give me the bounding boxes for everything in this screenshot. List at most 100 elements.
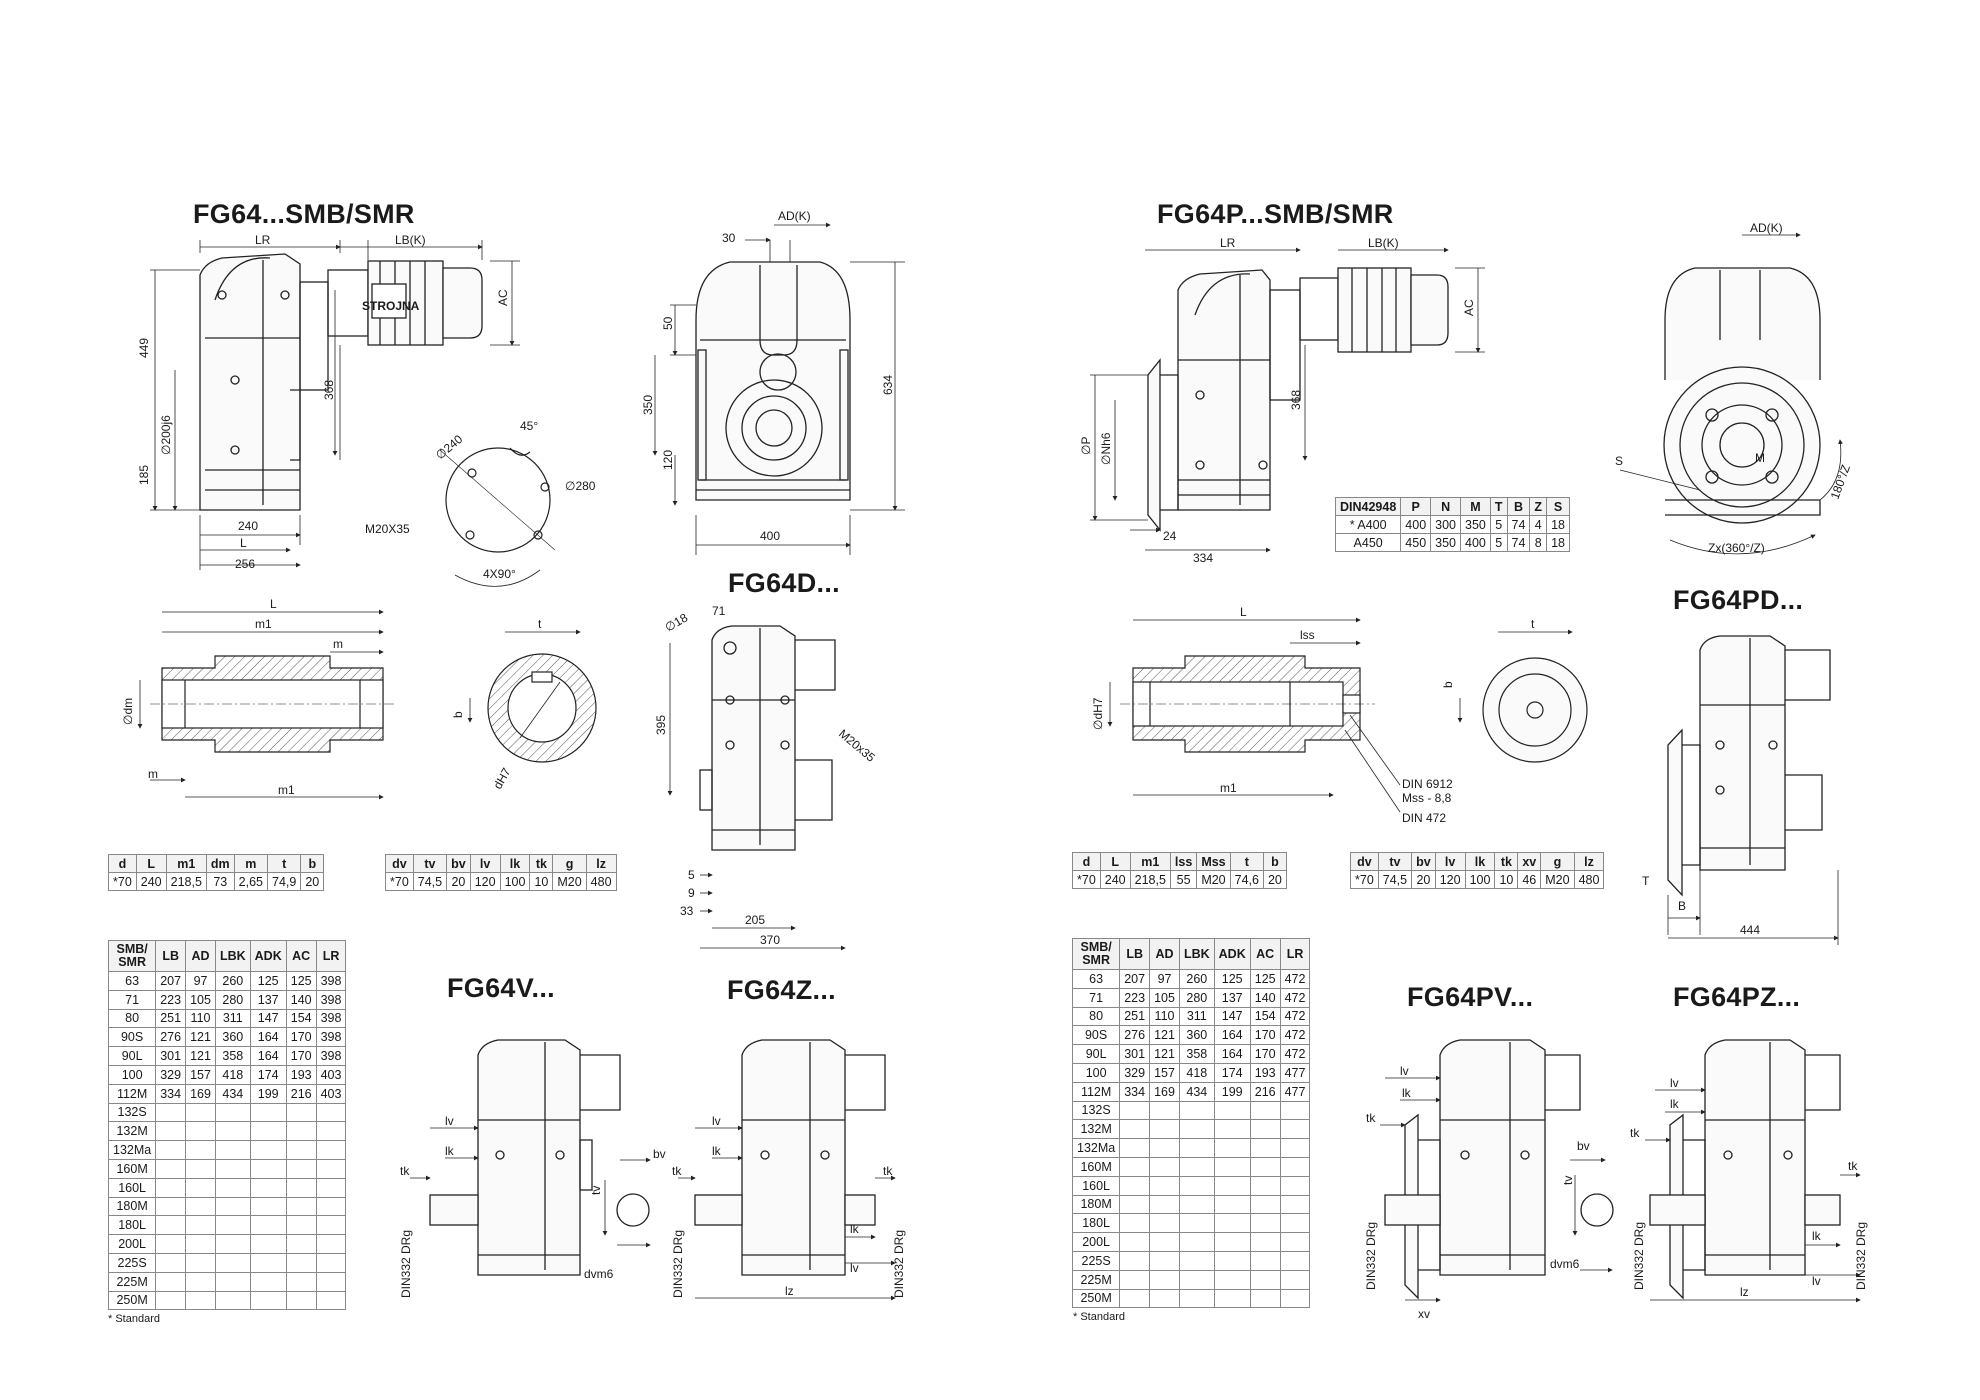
table-cell: 225M xyxy=(107,1271,157,1292)
table-cell xyxy=(1213,1119,1251,1140)
table-header-cell: LBK xyxy=(1178,938,1215,970)
table-cell: 398 xyxy=(315,971,347,991)
table-cell xyxy=(1149,1250,1180,1271)
table-row: 180L xyxy=(107,1215,347,1236)
table-cell: 225S xyxy=(1071,1250,1121,1271)
table-header-cell: LR xyxy=(315,940,347,972)
table-cell: 472 xyxy=(1279,1006,1311,1027)
table-cell xyxy=(249,1177,287,1198)
table-cell: 4 xyxy=(1529,515,1548,534)
table-cell: 10 xyxy=(529,872,554,891)
dim-350: 350 xyxy=(641,395,655,415)
footnote-right: * Standard xyxy=(1073,1311,1125,1323)
table-cell xyxy=(249,1196,287,1217)
table-cell xyxy=(1149,1288,1180,1309)
table-row: 180L xyxy=(1071,1213,1311,1234)
dim-b-right: b xyxy=(1441,681,1455,688)
table-cell: 170 xyxy=(285,1027,317,1048)
table-cell: 160M xyxy=(107,1158,157,1179)
table-cell: 174 xyxy=(249,1064,287,1085)
table-cell xyxy=(285,1196,317,1217)
dim-tk-v: tk xyxy=(400,1164,410,1178)
table-cell: 125 xyxy=(1213,969,1251,989)
table-cell: 199 xyxy=(249,1083,287,1104)
table-cell xyxy=(1279,1194,1311,1215)
table-row: 250M xyxy=(1071,1288,1311,1309)
table-cell: 180L xyxy=(1071,1213,1121,1234)
table-cell xyxy=(1149,1156,1180,1177)
table-cell: 250M xyxy=(1071,1288,1121,1309)
table-cell xyxy=(1279,1213,1311,1234)
dim-lv-v: lv xyxy=(445,1114,454,1128)
dim-lbk-right: LB(K) xyxy=(1368,236,1399,250)
table-cell: 157 xyxy=(185,1064,216,1085)
table-cell: 180M xyxy=(1071,1194,1121,1215)
table-header-cell: LB xyxy=(1119,938,1151,970)
table-cell: 74 xyxy=(1506,515,1531,534)
table-cell xyxy=(1279,1138,1311,1158)
table-cell: 350 xyxy=(1460,515,1491,534)
dim-t-left: t xyxy=(538,617,542,631)
title-fg64-smb-smr: FG64...SMB/SMR xyxy=(193,199,415,229)
table-cell xyxy=(1119,1100,1151,1121)
table-cell: 358 xyxy=(1178,1044,1215,1064)
dim-m-bottom-left: m xyxy=(148,767,158,781)
dim-lk-pz2: lk xyxy=(1812,1229,1822,1243)
table-header-cell: SMB/ SMR xyxy=(1071,938,1121,970)
title-fg64p-smb-smr: FG64P...SMB/SMR xyxy=(1157,199,1394,229)
table-cell xyxy=(1119,1138,1151,1158)
dim-lk-pz: lk xyxy=(1670,1097,1680,1111)
table-cell: 199 xyxy=(1213,1081,1251,1102)
table-cell: 240 xyxy=(135,872,167,891)
table-header-cell: S xyxy=(1546,497,1570,516)
table-cell xyxy=(214,1252,251,1273)
dim-d200: ∅200j6 xyxy=(159,415,173,455)
dim-444: 444 xyxy=(1740,923,1760,937)
table-header-cell: SMB/ SMR xyxy=(107,940,157,972)
table-cell xyxy=(1119,1250,1151,1271)
table-cell: M20 xyxy=(1540,870,1575,889)
dim-dh7-right: ∅dH7 xyxy=(1091,697,1105,730)
dim-256: 256 xyxy=(235,557,255,571)
flange-circle-view xyxy=(439,447,556,587)
table-cell xyxy=(214,1290,251,1311)
table-cell: 74,9 xyxy=(267,872,302,891)
table-cell: 329 xyxy=(1119,1062,1151,1083)
table-cell: 147 xyxy=(249,1008,287,1029)
dim-lss: lss xyxy=(1300,628,1315,642)
table-cell: 164 xyxy=(1213,1025,1251,1046)
table-cell: 160L xyxy=(107,1177,157,1198)
dim-m-flange: M xyxy=(1755,451,1765,465)
table-cell: 358 xyxy=(214,1046,251,1066)
dim-m20x35-top: M20X35 xyxy=(365,522,410,536)
table-header-cell: lv xyxy=(469,854,501,873)
dim-368-right: 368 xyxy=(1289,390,1303,410)
table-cell: 71 xyxy=(1071,987,1121,1008)
dim-din332-v: DIN332 DRg xyxy=(399,1230,413,1298)
table-cell: 63 xyxy=(1071,969,1121,989)
table-cell: 276 xyxy=(1119,1025,1151,1046)
table-cell xyxy=(285,1252,317,1273)
table-header-cell: g xyxy=(552,854,587,873)
fg64pz-view xyxy=(1649,1039,1841,1300)
dim-45deg: 45° xyxy=(520,419,538,433)
table-cell: 403 xyxy=(315,1083,347,1104)
table-cell xyxy=(315,1271,347,1292)
shaft-section-right xyxy=(1482,657,1588,763)
table-cell: 132M xyxy=(107,1121,157,1142)
dim-lv-z: lv xyxy=(712,1114,721,1128)
table-header-cell: P xyxy=(1400,497,1432,516)
table-cell xyxy=(249,1102,287,1123)
table-cell: 132Ma xyxy=(1071,1138,1121,1158)
table-cell xyxy=(1249,1194,1281,1215)
title-fg64pz: FG64PZ... xyxy=(1673,982,1801,1012)
dim-adk-right: AD(K) xyxy=(1750,221,1783,235)
dim-tk-pv: tk xyxy=(1366,1111,1376,1125)
table-cell xyxy=(155,1158,187,1179)
table-cell: A450 xyxy=(1334,533,1402,552)
table-cell: 434 xyxy=(214,1083,251,1104)
